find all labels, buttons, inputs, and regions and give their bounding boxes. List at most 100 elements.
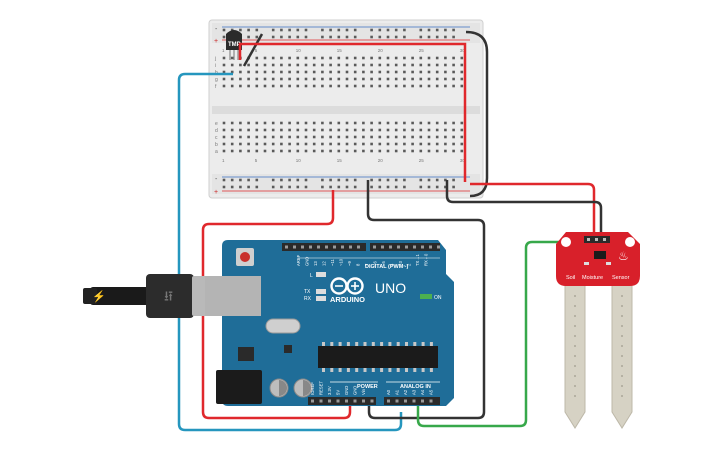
digital-pin-label: ~9 <box>347 261 352 266</box>
power-pin-label: IOREF <box>310 382 315 395</box>
sparkfun-flame-icon: ♨ <box>618 249 629 263</box>
row-letter: d <box>215 128 218 134</box>
soil-sensor-chip <box>594 251 606 259</box>
analog-pin-label: A5 <box>429 389 434 395</box>
column-number: 15 <box>337 158 343 163</box>
red-sensor-wire[interactable] <box>238 42 467 182</box>
header-pin-holes[interactable] <box>285 245 440 403</box>
row-letter: c <box>215 135 218 141</box>
analog-pin-label: A1 <box>395 389 400 395</box>
digital-pin-label: ~11 <box>330 259 335 266</box>
column-number: 5 <box>255 48 258 53</box>
soil-moisture-sensor[interactable]: ♨ Soil Moisture Sensor <box>556 232 640 429</box>
digital-pin-label: 13 <box>313 261 318 266</box>
green-analog-wire[interactable] <box>416 240 586 428</box>
usb-symbol-icon: ⭿ <box>164 288 173 304</box>
digital-pin-label: 8 <box>356 263 361 266</box>
usb-jack <box>205 276 261 316</box>
power-pin-label: 3.3V <box>327 386 332 395</box>
led-tx-label: TX <box>304 289 311 295</box>
column-number: 30 <box>460 48 466 53</box>
led-l-label: L <box>310 273 313 279</box>
black-gnd-wire[interactable] <box>366 180 486 420</box>
rail-plus-label: + <box>214 38 218 45</box>
power-pin-label: Vin <box>361 388 366 395</box>
reset-button-cap[interactable] <box>240 252 250 262</box>
row-letter: f <box>215 84 217 90</box>
digital-pin-label: RX←0 <box>424 253 429 266</box>
digital-pin-label: 12 <box>322 261 327 266</box>
rail-plus-label-bottom: + <box>214 189 218 196</box>
wires[interactable] <box>177 30 603 432</box>
digital-pin-label: 2 <box>407 263 412 266</box>
on-label: ON <box>434 295 442 301</box>
soil-probe-left <box>564 279 586 429</box>
analog-pin-label: A4 <box>420 389 425 395</box>
black-soil-gnd-wire[interactable] <box>445 180 603 238</box>
probe-dots <box>574 295 623 397</box>
atmega-chip <box>318 346 438 368</box>
red-soil-power-wire[interactable] <box>470 182 596 238</box>
led-tx <box>316 289 326 294</box>
moisture-label: Moisture <box>582 275 603 281</box>
power-header[interactable] <box>308 397 376 405</box>
rail-minus-label-bottom: - <box>215 176 218 183</box>
analog-header[interactable] <box>384 397 440 405</box>
temperature-sensor[interactable]: TMP <box>226 30 242 60</box>
mount-hole-left <box>561 237 571 247</box>
row-letter: j <box>214 56 216 62</box>
breadboard-holes[interactable] <box>222 28 464 189</box>
chip-legs <box>322 342 433 372</box>
soil-label: Soil <box>566 275 575 281</box>
led-rx-label: RX <box>304 296 312 302</box>
arduino-uno[interactable]: L TX RX ON ARDUINO UNO DIGITAL (PWM~) PO… <box>205 240 454 406</box>
column-number: 25 <box>419 48 425 53</box>
power-jack <box>216 370 262 404</box>
on-led <box>420 294 432 299</box>
voltage-regulator <box>238 347 254 361</box>
column-number: 20 <box>378 158 384 163</box>
red-5v-wire[interactable] <box>201 190 352 420</box>
power-pin-label: RESET <box>319 381 324 395</box>
arduino-model: UNO <box>375 280 406 296</box>
digital-header-left[interactable] <box>282 243 366 251</box>
digital-pin-label: GND <box>305 257 310 266</box>
soil-probe-right <box>611 279 633 429</box>
rail-minus-label: - <box>215 26 218 33</box>
power-pin-label: GND <box>353 386 358 395</box>
digital-pin-label: ~6 <box>373 261 378 266</box>
column-number: 1 <box>222 48 225 53</box>
row-letter: i <box>215 63 216 69</box>
column-number: 15 <box>337 48 343 53</box>
digital-label: DIGITAL (PWM~) <box>365 264 409 270</box>
column-number: 20 <box>378 48 384 53</box>
led-l <box>316 272 326 277</box>
analog-label: ANALOG IN <box>400 384 431 390</box>
column-number: 5 <box>255 158 258 163</box>
usb-lightning-icon: ⚡ <box>92 290 106 303</box>
blue-signal-wire[interactable] <box>177 72 403 432</box>
black-rail-wire[interactable] <box>465 30 489 198</box>
digital-pin-label: ~3 <box>398 261 403 266</box>
column-number: 10 <box>296 158 302 163</box>
digital-pin-label: 7 <box>364 263 369 266</box>
temperature-sensor-label: TMP <box>228 42 241 48</box>
sensor-label: Sensor <box>612 275 630 281</box>
arduino-infinity-logo <box>330 277 364 295</box>
power-label: POWER <box>357 384 378 390</box>
black-jumper-wire[interactable] <box>242 33 264 67</box>
column-number: 10 <box>296 48 302 53</box>
smd-chip <box>284 345 292 353</box>
column-number: 1 <box>222 158 225 163</box>
row-letter: b <box>215 142 218 148</box>
led-rx <box>316 296 326 301</box>
mount-hole-right <box>625 237 635 247</box>
digital-pin-label: ~5 <box>381 261 386 266</box>
digital-pin-label: 4 <box>390 263 395 266</box>
column-number: 30 <box>460 158 466 163</box>
row-letter: e <box>215 121 218 127</box>
